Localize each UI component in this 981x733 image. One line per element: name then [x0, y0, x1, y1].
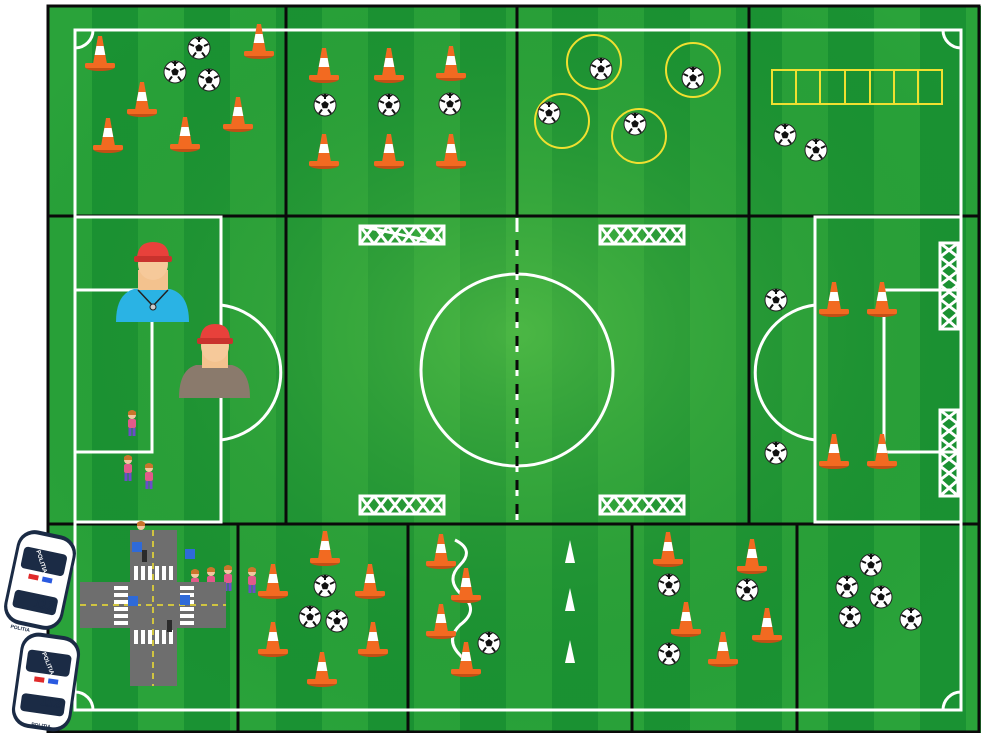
- crosswalk-sign-icon: [128, 596, 138, 606]
- ball-icon: [765, 442, 787, 464]
- crosswalk-sign-icon: [180, 595, 190, 605]
- ball-icon: [870, 586, 892, 608]
- ball-icon: [478, 632, 500, 654]
- police-car-number: 112: [40, 693, 63, 711]
- ball-icon: [439, 93, 461, 115]
- ball-icon: [299, 606, 321, 628]
- ball-icon: [314, 575, 336, 597]
- ball-icon: [658, 574, 680, 596]
- crosswalk-sign-icon: [132, 542, 142, 552]
- ball-icon: [188, 37, 210, 59]
- ball-icon: [836, 576, 858, 598]
- ball-icon: [164, 61, 186, 83]
- ball-icon: [326, 610, 348, 632]
- ball-icon: [774, 124, 796, 146]
- ball-icon: [378, 94, 400, 116]
- ball-icon: [765, 289, 787, 311]
- ball-icon: [590, 58, 612, 80]
- traffic-light-icon: [142, 550, 147, 562]
- ball-icon: [624, 113, 646, 135]
- ball-icon: [314, 94, 336, 116]
- ball-icon: [198, 69, 220, 91]
- traffic-light-icon: [167, 620, 172, 632]
- ball-icon: [860, 554, 882, 576]
- crosswalk-sign-icon: [185, 549, 195, 559]
- ball-icon: [658, 643, 680, 665]
- ball-icon: [682, 67, 704, 89]
- ball-icon: [538, 102, 560, 124]
- ball-icon: [839, 606, 861, 628]
- ball-icon: [805, 139, 827, 161]
- ball-icon: [736, 579, 758, 601]
- ball-icon: [900, 608, 922, 630]
